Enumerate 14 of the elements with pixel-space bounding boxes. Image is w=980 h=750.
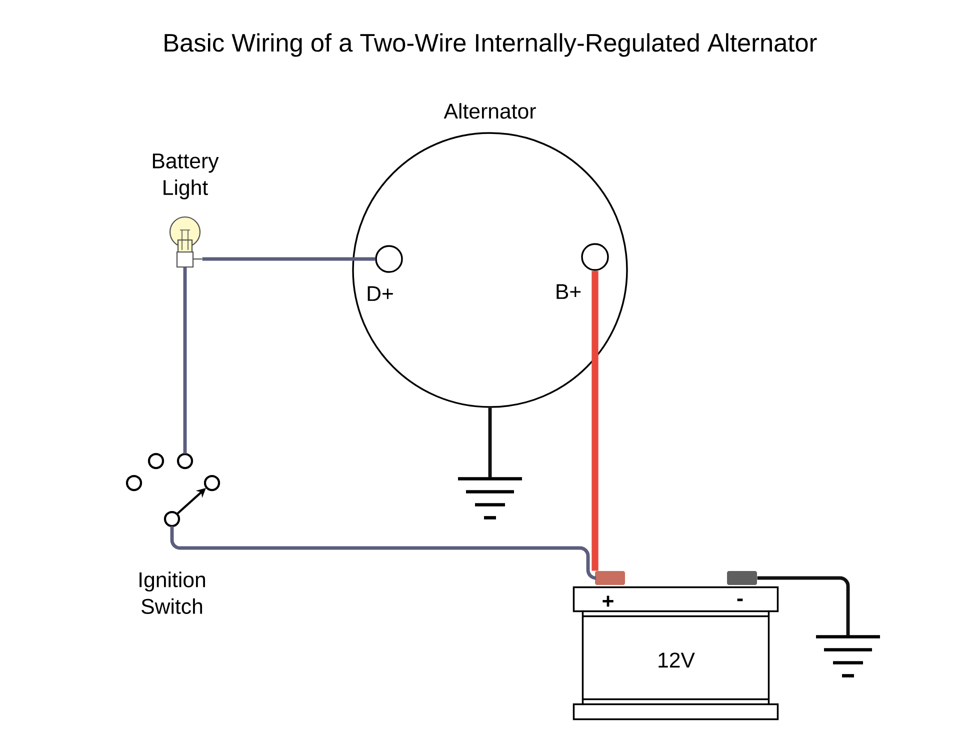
wire [183, 267, 187, 454]
wire [202, 257, 376, 261]
component-label: Alternator [444, 103, 536, 119]
terminal-label: B+ [556, 284, 581, 299]
wire [757, 576, 850, 636]
component-label: Battery Light [152, 154, 219, 200]
wire [592, 270, 598, 571]
ground-symbol [816, 635, 880, 678]
terminal-label: D+ [368, 286, 393, 301]
wire [488, 408, 492, 478]
title: Basic Wiring of a Two-Wire Internally-Regulated Alternator [164, 33, 817, 57]
ground-symbol [458, 477, 522, 520]
component-label: Ignition Switch [140, 572, 205, 614]
wire [170, 526, 598, 580]
